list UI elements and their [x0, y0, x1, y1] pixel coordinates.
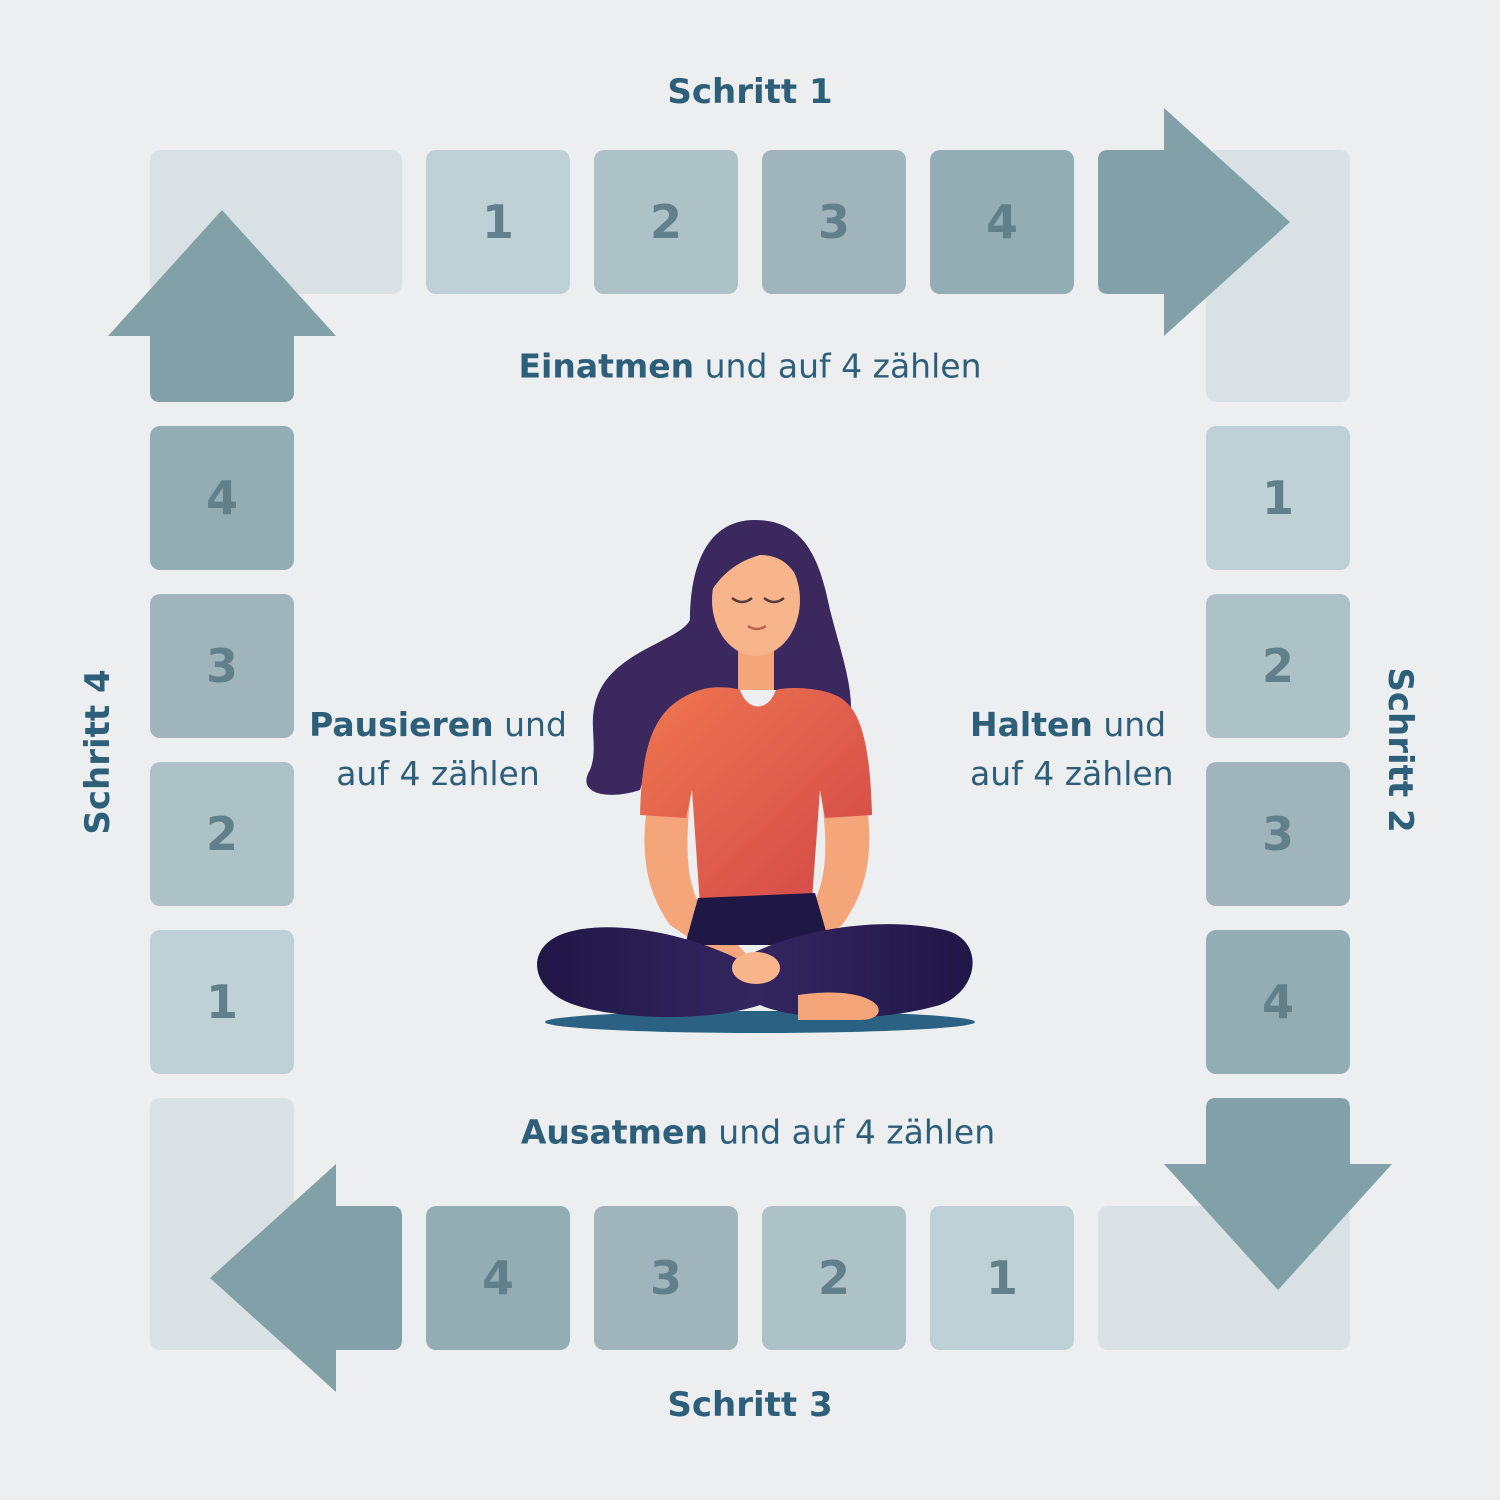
arrow-left-icon — [210, 1164, 402, 1392]
left-arm — [644, 800, 752, 972]
mouth — [747, 624, 767, 631]
pause-rest: und — [493, 705, 567, 744]
pause-line-1: Pausieren und — [308, 700, 568, 749]
hold-rest: und — [1092, 705, 1167, 744]
inhale-keyword: Einatmen — [518, 346, 695, 386]
yoga-mat — [545, 1011, 975, 1033]
step-1-label: Schritt 1 — [667, 72, 833, 112]
hold-instruction: Halten und auf 4 zählen — [970, 700, 1174, 798]
inhale-rest: und auf 4 zählen — [694, 346, 982, 386]
count-tile-left-2: 2 — [150, 762, 294, 906]
right-eye — [763, 596, 785, 604]
hold-line-2: auf 4 zählen — [970, 754, 1174, 793]
shirt — [640, 687, 872, 905]
hair-fringe — [712, 531, 806, 595]
hold-line-1: Halten und — [970, 700, 1174, 749]
face — [712, 544, 800, 656]
arrow-down-icon — [1164, 1098, 1392, 1290]
exhale-keyword: Ausatmen — [520, 1112, 708, 1152]
exhale-instruction: Ausatmen und auf 4 zählen — [521, 1113, 995, 1152]
count-tile-left-3: 3 — [150, 594, 294, 738]
count-tile-top-1: 1 — [426, 150, 570, 294]
hold-keyword: Halten — [970, 705, 1093, 744]
count-tile-top-3: 3 — [762, 150, 906, 294]
left-eye — [731, 596, 753, 604]
hands — [732, 952, 780, 984]
exhale-rest: und auf 4 zählen — [707, 1112, 996, 1152]
pause-instruction: Pausieren und auf 4 zählen — [308, 700, 568, 798]
count-tile-right-3: 3 — [1206, 762, 1350, 906]
count-tile-right-1: 1 — [1206, 426, 1350, 570]
step-3-label: Schritt 3 — [667, 1385, 833, 1425]
count-tile-right-2: 2 — [1206, 594, 1350, 738]
pause-line-2: auf 4 zählen — [336, 754, 540, 793]
arrow-up-icon — [108, 210, 336, 402]
pause-keyword: Pausieren — [309, 705, 494, 744]
inhale-instruction: Einatmen und auf 4 zählen — [519, 347, 982, 386]
count-tile-left-4: 4 — [150, 426, 294, 570]
count-tile-bottom-2: 2 — [762, 1206, 906, 1350]
arrow-right-icon — [1098, 108, 1290, 336]
count-tile-left-1: 1 — [150, 930, 294, 1074]
count-tile-top-4: 4 — [930, 150, 1074, 294]
foot — [798, 992, 879, 1020]
count-tile-right-4: 4 — [1206, 930, 1350, 1074]
waistband — [685, 893, 830, 945]
right-arm — [760, 800, 870, 972]
count-tile-bottom-3: 3 — [594, 1206, 738, 1350]
count-tile-bottom-1: 1 — [930, 1206, 1074, 1350]
count-tile-top-2: 2 — [594, 150, 738, 294]
count-tile-bottom-4: 4 — [426, 1206, 570, 1350]
